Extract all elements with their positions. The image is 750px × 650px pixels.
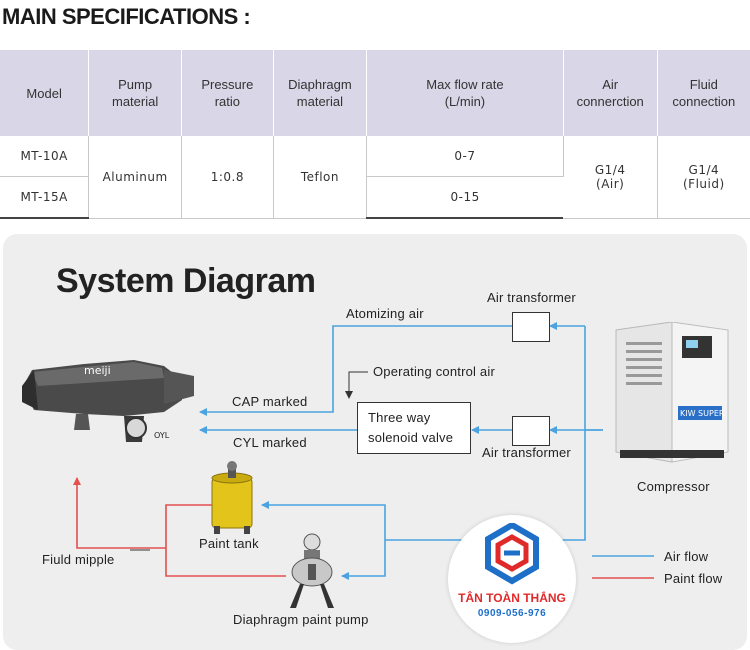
legend-paint-flow: Paint flow (664, 571, 723, 586)
logo-name: TÂN TOÀN THẮNG (458, 591, 566, 605)
table-row: MT-10A Aluminum 1:0.8 Teflon 0-7 G1/4(Ai… (0, 136, 750, 219)
cell-pressure-ratio: 1:0.8 (181, 136, 274, 219)
cell-air-connection: G1/4(Air) (563, 136, 658, 219)
gun-mark: OYL (154, 431, 170, 440)
cell-flow: 0-15 (366, 176, 564, 219)
th-model: Model (0, 50, 90, 136)
air-transformer-top (512, 312, 550, 342)
label-cyl-marked: CYL marked (233, 435, 307, 450)
air-line-tank (261, 501, 386, 540)
th-max-flow: Max flow rate(L/min) (366, 50, 564, 136)
label-compressor: Compressor (637, 479, 710, 494)
paint-line-tank (165, 504, 286, 577)
label-paint-tank: Paint tank (199, 536, 259, 551)
cell-pump-material: Aluminum (88, 136, 182, 219)
air-line-atomizing (199, 325, 512, 416)
cell-fluid-connection: G1/4(Fluid) (657, 136, 750, 219)
label-fluid-nipple: Fiuld mipple (42, 552, 115, 567)
company-logo: TÂN TOÀN THẮNG 0909-056-976 (448, 515, 576, 643)
page-title: MAIN SPECIFICATIONS : (2, 4, 251, 29)
label-air-transformer-bottom: Air transformer (482, 445, 571, 460)
compressor-brand: KIW SUPER (680, 409, 725, 418)
diagram-title: System Diagram (56, 262, 316, 300)
valve-label-line2: solenoid valve (368, 430, 454, 445)
diaphragm-pump-icon (290, 533, 334, 608)
legend-air-flow: Air flow (664, 549, 709, 564)
cell-model: MT-10A (0, 136, 90, 177)
label-air-transformer-top: Air transformer (487, 290, 576, 305)
control-air-line (345, 371, 368, 399)
air-transformer-bottom (512, 416, 550, 446)
air-line-to-paint (385, 430, 586, 541)
valve-label-line1: Three way (368, 410, 431, 425)
cell-model: MT-15A (0, 176, 90, 219)
table-row: MT-15A 0-15 (0, 176, 750, 219)
logo-mark-icon (485, 523, 539, 585)
air-line-supply (584, 326, 603, 431)
label-diaphragm-pump: Diaphragm paint pump (233, 612, 369, 627)
paint-line-nipple (73, 477, 166, 549)
gun-brand: meiji (84, 364, 111, 377)
compressor-icon: KIW SUPER (615, 322, 729, 463)
label-operating-control-air: Operating control air (373, 364, 495, 379)
air-line-pump (341, 540, 386, 580)
label-atomizing-air: Atomizing air (346, 306, 424, 321)
spray-gun-icon: meiji OYL (22, 360, 194, 442)
label-cap-marked: CAP marked (232, 394, 308, 409)
three-way-solenoid-valve (357, 402, 471, 454)
paint-tank-icon (211, 461, 253, 534)
cell-diaphragm-material: Teflon (273, 136, 368, 219)
cell-flow: 0-7 (366, 136, 564, 177)
logo-phone: 0909-056-976 (477, 608, 547, 619)
